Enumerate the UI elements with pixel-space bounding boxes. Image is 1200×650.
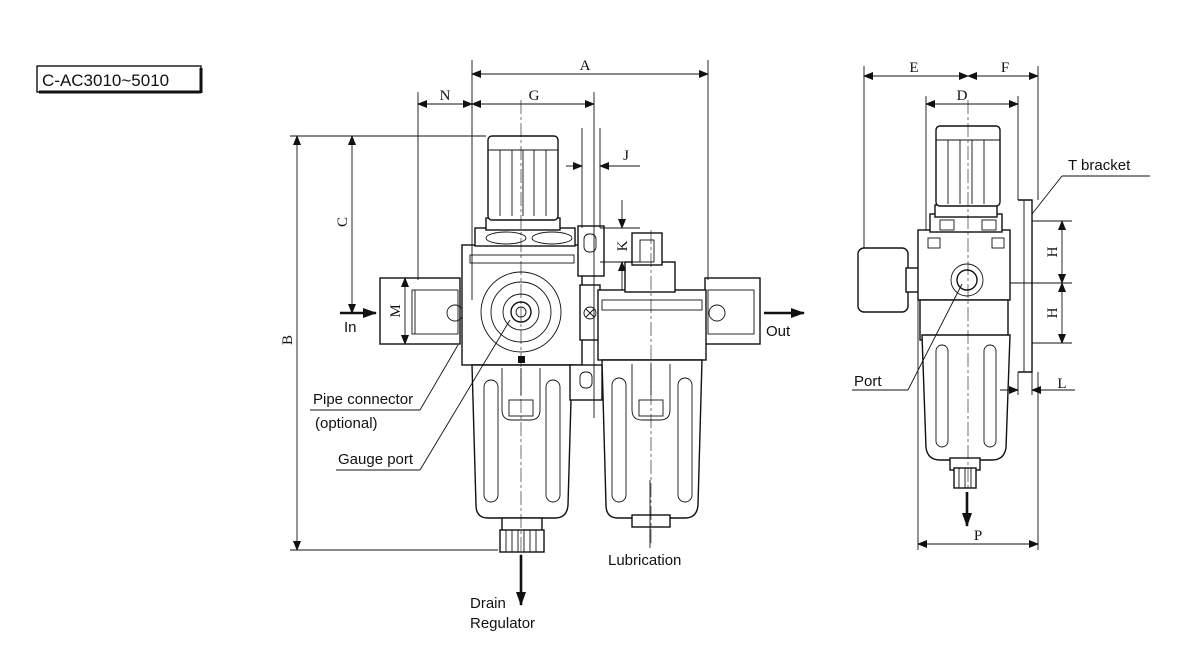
model-title: C-AC3010~5010: [42, 71, 169, 90]
dim-a: A: [580, 58, 591, 74]
model-title-box: C-AC3010~5010: [36, 65, 203, 94]
dim-h-lower: H: [1045, 307, 1061, 318]
dim-l: L: [1057, 376, 1066, 392]
front-view: [379, 100, 761, 560]
dim-f: F: [1001, 60, 1009, 76]
side-bowl: [921, 334, 1011, 461]
side-view: [857, 100, 1033, 527]
dim-j: J: [623, 148, 629, 164]
side-callouts: T bracket Port: [852, 157, 1150, 391]
front-dimensions: A N G J K C M B: [280, 58, 709, 551]
pipe-connector-optional-label: (optional): [315, 415, 378, 432]
pipe-connector-label: Pipe connector: [313, 391, 413, 408]
regulator-label: Regulator: [470, 615, 535, 632]
dim-b: B: [280, 335, 296, 345]
dim-m: M: [388, 304, 404, 317]
dim-g: G: [529, 88, 540, 104]
front-callouts: Pipe connector (optional) Gauge port Lub…: [310, 319, 681, 632]
out-label: Out: [766, 323, 791, 340]
drain-label: Drain: [470, 595, 506, 612]
lubricator-bowl: [601, 359, 703, 519]
gauge-port-label: Gauge port: [338, 451, 414, 468]
pressure-gauge: [857, 247, 909, 313]
t-bracket-label: T bracket: [1068, 157, 1131, 174]
filter-bowl: [471, 364, 573, 519]
t-bracket: [1018, 199, 1033, 373]
side-dimensions: E F D H H L P: [863, 60, 1075, 550]
port-label: Port: [854, 373, 882, 390]
pipe-connector-right: [704, 277, 761, 345]
flow-arrows: In Out: [340, 308, 805, 606]
drain-valve: [499, 529, 545, 553]
lubricator-body: [597, 289, 707, 361]
dim-h-upper: H: [1045, 246, 1061, 257]
dim-k: K: [615, 240, 631, 251]
lubrication-label: Lubrication: [608, 552, 681, 569]
pipe-connector-left: [379, 277, 461, 345]
in-label: In: [344, 319, 357, 336]
dim-n: N: [440, 88, 451, 104]
dim-c: C: [335, 217, 351, 227]
dim-d: D: [957, 88, 968, 104]
dim-p: P: [974, 528, 982, 544]
dim-e: E: [909, 60, 918, 76]
